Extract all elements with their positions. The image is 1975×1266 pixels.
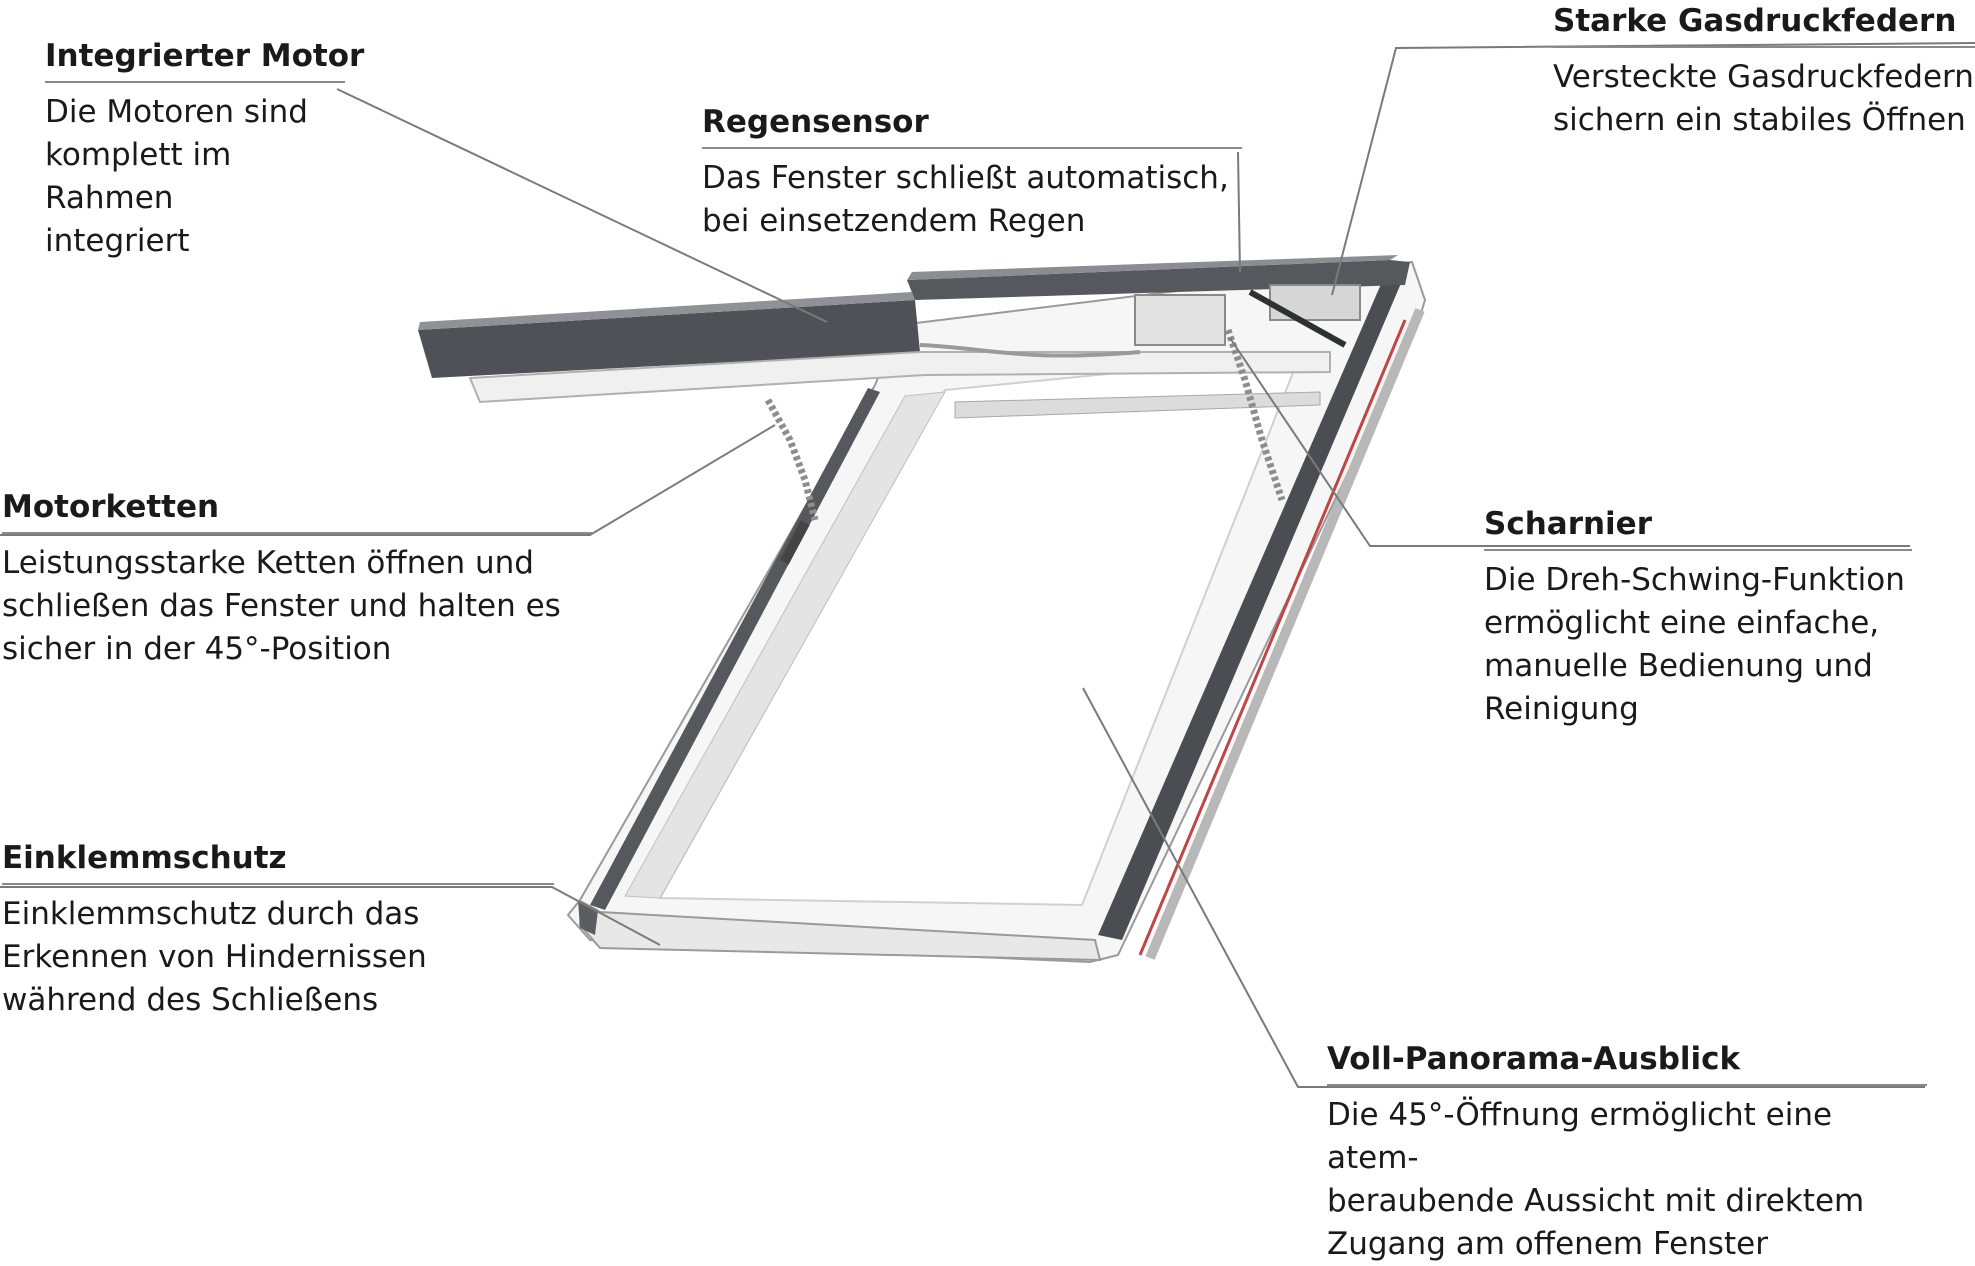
right-side-frame xyxy=(1098,262,1410,940)
roof-window-illustration xyxy=(0,42,1975,1088)
left-frame-inner xyxy=(624,391,946,899)
callout-rule xyxy=(2,532,592,534)
hinge-arm xyxy=(919,343,1141,358)
hinge-mechanism xyxy=(1134,294,1226,346)
callout-description: Das Fenster schließt automatisch, bei ei… xyxy=(702,160,1229,239)
callout-rule xyxy=(45,81,345,83)
callout-description: Die Dreh-Schwing-Funktion ermöglicht ein… xyxy=(1484,562,1905,727)
callout-title: Motorketten xyxy=(2,489,220,525)
callout-panorama-view: Voll-Panorama-Ausblick Die 45°-Öffnung e… xyxy=(1327,1038,1927,1266)
callout-description: Die 45°-Öffnung ermöglicht eine atem- be… xyxy=(1327,1097,1865,1262)
callout-description: Die Motoren sind komplett im Rahmen inte… xyxy=(45,94,308,259)
left-side-frame xyxy=(590,388,880,910)
callout-description: Leistungsstarke Ketten öffnen und schlie… xyxy=(2,545,561,667)
opened-sash-top-edge xyxy=(418,292,915,330)
callout-rule xyxy=(702,147,1242,149)
leader-motor xyxy=(336,88,828,323)
callout-rain-sensor: Regensensor Das Fenster schließt automat… xyxy=(702,101,1242,243)
callout-title: Integrierter Motor xyxy=(45,38,365,74)
red-flashing-strip xyxy=(1138,319,1407,956)
callout-rule xyxy=(1484,549,1912,551)
callout-title: Scharnier xyxy=(1484,506,1652,542)
callout-rule xyxy=(1553,46,1975,48)
callout-title: Starke Gasdruckfedern xyxy=(1553,3,1957,39)
leader-scharnier xyxy=(1229,337,1910,547)
left-motor-chain xyxy=(764,398,819,521)
callout-rule xyxy=(1327,1084,1927,1086)
sash-handle xyxy=(779,520,810,565)
top-header-top xyxy=(907,255,1398,280)
right-flashing xyxy=(1145,308,1425,960)
leader-lines xyxy=(0,42,1975,1088)
leader-regen xyxy=(1237,151,1241,273)
sash-lower-rail xyxy=(954,391,1321,419)
leader-gas xyxy=(1331,42,1975,296)
callout-title: Regensensor xyxy=(702,104,929,140)
callout-integrated-motor: Integrierter Motor Die Motoren sind komp… xyxy=(45,35,365,263)
callout-rule xyxy=(2,883,554,885)
callout-gas-springs: Starke Gasdruckfedern Versteckte Gasdruc… xyxy=(1553,0,1975,142)
gas-spring-housing xyxy=(1269,284,1361,321)
leader-ketten xyxy=(0,424,776,536)
leader-klemm xyxy=(0,886,661,946)
top-header-bar xyxy=(907,260,1410,300)
gas-spring-rod xyxy=(1248,289,1347,348)
callout-description: Versteckte Gasdruckfedern sichern ein st… xyxy=(1553,59,1974,138)
callout-motor-chains: Motorketten Leistungsstarke Ketten öffne… xyxy=(2,486,592,671)
leader-panorama xyxy=(1082,687,1925,1088)
callout-title: Voll-Panorama-Ausblick xyxy=(1327,1041,1741,1077)
callout-title: Einklemmschutz xyxy=(2,840,287,876)
callout-anti-trap: Einklemmschutz Einklemmschutz durch das … xyxy=(2,837,554,1022)
opened-sash-underside xyxy=(468,351,1331,404)
callout-description: Einklemmschutz durch das Erkennen von Hi… xyxy=(2,896,427,1018)
callout-hinge: Scharnier Die Dreh-Schwing-Funktion ermö… xyxy=(1484,503,1912,731)
